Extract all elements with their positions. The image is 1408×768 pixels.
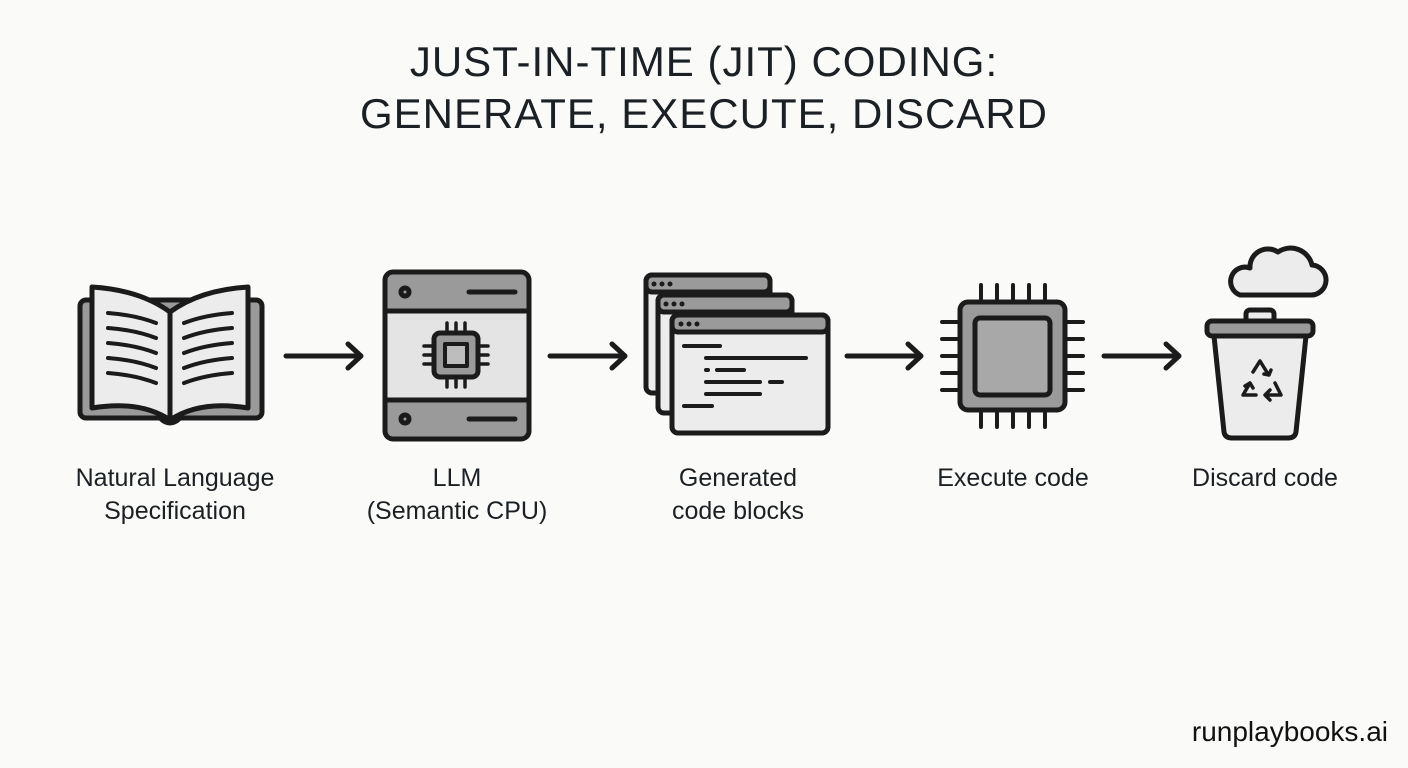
arrow-3 (844, 341, 924, 371)
step-label-1-line-1: Natural Language (75, 464, 275, 492)
step-label-4: Execute code (937, 464, 1089, 492)
cloud-icon (1228, 245, 1329, 298)
title-line-2: GENERATE, EXECUTE, DISCARD (360, 90, 1048, 137)
step-label-2-line-1: LLM (432, 464, 482, 492)
recycle-icon (1241, 359, 1283, 402)
title-line-1: JUST-IN-TIME (JIT) CODING: (409, 38, 999, 85)
arrow-2 (547, 341, 628, 371)
cpu-chip-icon (940, 283, 1085, 429)
open-book-icon (77, 284, 265, 426)
step-label-5: Discard code (1192, 464, 1338, 492)
code-windows-icon (643, 272, 831, 436)
step-label-2-line-2: (Semantic CPU) (366, 497, 548, 525)
server-chip-icon (382, 269, 532, 442)
recycle-bin-icon (1204, 245, 1329, 441)
step-label-3-line-2: code blocks (671, 497, 805, 525)
arrow-1 (283, 341, 364, 371)
watermark: runplaybooks.ai (1191, 716, 1388, 747)
step-label-3-line-1: Generated (678, 464, 798, 492)
step-label-1-line-2: Specification (104, 497, 246, 525)
arrow-4 (1101, 341, 1182, 371)
